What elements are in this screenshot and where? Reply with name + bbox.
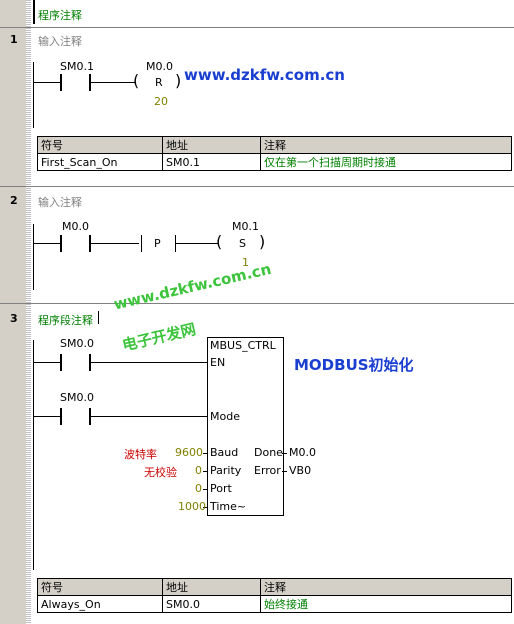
watermark-url: www.dzkfw.com.cn <box>184 66 345 84</box>
coil-2-type[interactable]: S <box>239 237 246 250</box>
contact-1-right[interactable] <box>89 74 91 91</box>
wire <box>91 243 139 244</box>
contact-en-address: SM0.0 <box>60 337 94 350</box>
wire <box>176 243 218 244</box>
cell-comment: 仅在第一个扫描周期时接通 <box>260 153 512 171</box>
cell-symbol: Always_On <box>37 595 163 613</box>
contact-mode-right[interactable] <box>89 408 91 425</box>
section-title: MODBUS初始化 <box>294 356 414 374</box>
watermark-cn-rotated: 电子开发网 <box>120 320 198 355</box>
contact-2-address: M0.0 <box>62 220 89 233</box>
pin-time: Time~ <box>210 500 247 513</box>
network-number-3[interactable]: 3 <box>10 312 18 325</box>
contact-en-right[interactable] <box>89 354 91 371</box>
coil-2-right-paren[interactable]: ) <box>259 232 266 251</box>
gutter-hatch <box>26 0 31 624</box>
port-value[interactable]: 0 <box>195 482 202 495</box>
baud-value[interactable]: 9600 <box>175 446 203 459</box>
coil-1-count: 20 <box>154 95 168 108</box>
table-row[interactable]: First_Scan_On SM0.1 仅在第一个扫描周期时接通 <box>37 153 512 171</box>
pin-mode: Mode <box>210 410 240 423</box>
wire <box>91 82 136 83</box>
network-3-comment[interactable]: 程序段注释 <box>38 314 93 327</box>
error-output[interactable]: VB0 <box>289 464 312 477</box>
coil-1-type[interactable]: R <box>155 76 163 89</box>
col-comment-header[interactable]: 注释 <box>260 136 512 154</box>
pin-en: EN <box>210 356 226 369</box>
cell-comment: 始终接通 <box>260 595 512 613</box>
stub <box>203 489 207 490</box>
contact-mode-left[interactable] <box>60 408 62 425</box>
contact-2-right[interactable] <box>89 235 91 252</box>
network-number-1[interactable]: 1 <box>10 33 18 46</box>
coil-2-left-paren[interactable]: ( <box>216 232 223 251</box>
stub <box>203 471 207 472</box>
coil-1-left-paren[interactable]: ( <box>133 71 140 90</box>
stub <box>203 453 207 454</box>
power-rail <box>33 224 34 290</box>
coil-2-address: M0.1 <box>232 220 259 233</box>
wire <box>33 416 60 417</box>
block-name: MBUS_CTRL <box>210 339 276 352</box>
power-rail <box>33 62 34 128</box>
contact-1-left[interactable] <box>60 74 62 91</box>
edge-type[interactable]: P <box>154 237 161 250</box>
wire <box>91 362 207 363</box>
coil-1-address: M0.0 <box>146 60 173 73</box>
network-1-comment[interactable]: 输入注释 <box>38 35 82 48</box>
program-comment[interactable]: 程序注释 <box>38 9 82 22</box>
time-value[interactable]: 1000 <box>178 500 206 513</box>
wire <box>33 82 60 83</box>
stub <box>203 507 207 508</box>
contact-mode-address: SM0.0 <box>60 391 94 404</box>
network-2-comment[interactable]: 输入注释 <box>38 196 82 209</box>
pin-baud: Baud <box>210 446 239 459</box>
col-symbol-header[interactable]: 符号 <box>37 578 163 596</box>
mbus-ctrl-block[interactable] <box>207 337 284 516</box>
coil-2-count: 1 <box>242 256 249 269</box>
contact-en-left[interactable] <box>60 354 62 371</box>
parity-value[interactable]: 0 <box>195 464 202 477</box>
coil-1-right-paren[interactable]: ) <box>175 71 182 90</box>
wire <box>33 243 60 244</box>
rung-separator <box>0 303 514 304</box>
done-output[interactable]: M0.0 <box>289 446 316 459</box>
col-address-header[interactable]: 地址 <box>162 136 261 154</box>
wire <box>33 362 60 363</box>
pin-error: Error <box>254 464 281 477</box>
edge-right[interactable] <box>175 235 176 252</box>
contact-2-left[interactable] <box>60 235 62 252</box>
symbol-table-3: 符号 地址 注释 Always_On SM0.0 始终接通 <box>37 578 512 613</box>
power-rail <box>33 340 34 570</box>
contact-1-address: SM0.1 <box>60 60 94 73</box>
table-row[interactable]: Always_On SM0.0 始终接通 <box>37 595 512 613</box>
pin-port: Port <box>210 482 232 495</box>
stub <box>282 453 287 454</box>
text-cursor <box>98 311 99 324</box>
col-comment-header[interactable]: 注释 <box>260 578 512 596</box>
watermark-url-rotated: www.dzkfw.com.cn <box>112 259 273 314</box>
symbol-table-1: 符号 地址 注释 First_Scan_On SM0.1 仅在第一个扫描周期时接… <box>37 136 512 171</box>
edge-left[interactable] <box>141 235 142 252</box>
rung-separator <box>0 27 514 28</box>
wire <box>91 416 207 417</box>
cell-address: SM0.0 <box>162 595 261 613</box>
pin-parity: Parity <box>210 464 242 477</box>
cell-symbol: First_Scan_On <box>37 153 163 171</box>
baud-note: 波特率 <box>124 448 157 461</box>
col-symbol-header[interactable]: 符号 <box>37 136 163 154</box>
network-number-2[interactable]: 2 <box>10 194 18 207</box>
col-address-header[interactable]: 地址 <box>162 578 261 596</box>
parity-note: 无校验 <box>144 466 177 479</box>
rung-separator <box>0 186 514 187</box>
stub <box>282 471 287 472</box>
cell-address: SM0.1 <box>162 153 261 171</box>
pin-done: Done <box>254 446 283 459</box>
program-comment-bar <box>33 0 35 24</box>
